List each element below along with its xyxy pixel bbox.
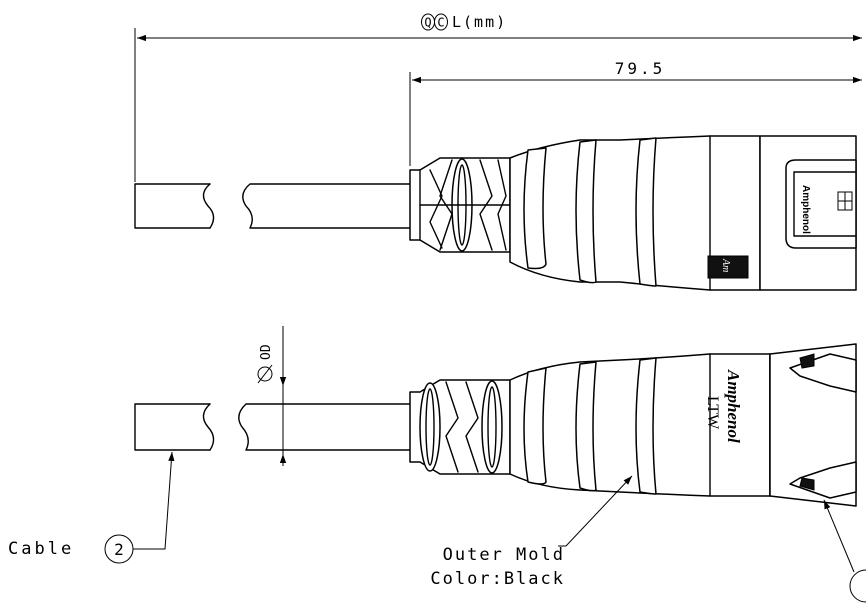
cable-callout-label: Cable — [8, 539, 74, 559]
cable-callout-number: 2 — [114, 540, 124, 559]
outer-mold-color: Color:Black — [430, 569, 565, 589]
bottom-strain-relief — [409, 379, 511, 475]
bottom-brand-name: Amphenol — [724, 369, 743, 443]
outer-mold-label: Outer Mold — [443, 545, 565, 565]
bottom-view: OD Amphenol LTW — [134, 326, 857, 507]
bottom-brand-sub: LTW — [704, 396, 721, 430]
top-cable — [134, 183, 411, 229]
top-strain-relief — [409, 157, 511, 253]
od-label: OD — [259, 344, 274, 360]
bottom-outer-mold: Amphenol LTW — [509, 353, 771, 497]
connector-length-value: 79.5 — [615, 59, 666, 78]
qc-prefix-right: C — [437, 16, 444, 30]
outer-mold-callout: Outer Mold Color:Black — [430, 475, 633, 589]
qc-prefix-left: Q — [424, 16, 431, 30]
top-latch-brand: Amphenol — [800, 185, 811, 234]
od-dimension: OD — [257, 326, 287, 466]
top-brand-mark: Am — [720, 258, 731, 272]
connector-length-dimension: 79.5 — [409, 59, 862, 166]
bottom-latch-housing — [769, 343, 857, 507]
top-view: Q C L(mm) 79.5 — [134, 13, 862, 291]
top-latch-housing: Amphenol — [759, 135, 857, 291]
bottom-cable — [134, 403, 411, 451]
latch-callout — [823, 499, 866, 603]
overall-length-label: L(mm) — [452, 13, 507, 31]
cable-callout: Cable 2 — [8, 451, 175, 564]
top-outer-mold: Am — [509, 135, 761, 291]
overall-length-dimension: Q C L(mm) — [134, 13, 862, 182]
